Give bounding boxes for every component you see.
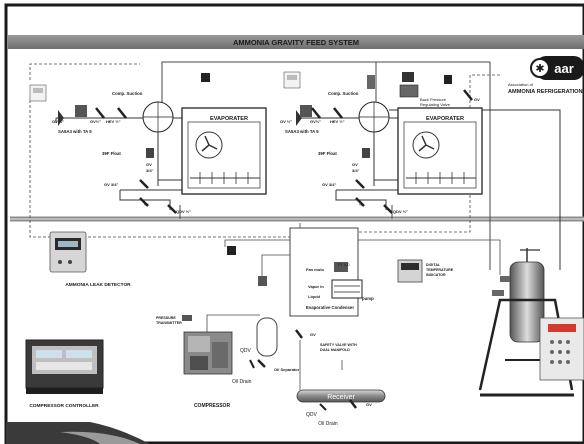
unit-1-hev-label: HEV ½" xyxy=(106,119,121,124)
unit-2-comp-suction-label: Comp. Suction xyxy=(328,91,359,96)
liquid-solenoid-icon xyxy=(227,246,236,255)
unit-1-gv-half-label: GV ½" xyxy=(52,119,64,124)
unit-2-gv-half-b-label: GV½" xyxy=(310,119,321,124)
unit-1-expansion-valve xyxy=(75,105,87,117)
unit-2-qdv-label: QDV ½" xyxy=(393,209,408,214)
condenser-pt100-label: PT 100 xyxy=(338,263,350,267)
receiver-qdv-label: QDV xyxy=(306,412,318,418)
unit-1-gv-half-b-label: GV½" xyxy=(90,119,101,124)
temp-indicator-line3: INDICATOR xyxy=(426,273,446,277)
unit-2-sasa-label: SA5A3 with TA 5 xyxy=(285,129,319,134)
unit-2-gv-half-label: GV ½" xyxy=(280,119,292,124)
compressor-qdv-label: QDV xyxy=(240,348,252,354)
control-panel xyxy=(540,318,584,380)
unit-1-solenoid-icon xyxy=(201,73,210,82)
receiver-gv-label: GV xyxy=(366,402,372,407)
unit-2-relief-valve xyxy=(367,75,375,89)
unit-2-expansion-valve xyxy=(300,105,312,117)
temp-indicator-line1: DIGITAL xyxy=(426,263,441,267)
compressor-oil-drain-label: Oil Drain xyxy=(232,379,252,385)
bprv-gv-label: GV xyxy=(474,97,480,102)
pressure-transmitter-line2: TRANSMITTER xyxy=(156,321,182,325)
unit-2-half-inch-label: ½" xyxy=(359,202,364,207)
condenser-fan-motor-label: Fan moto xyxy=(306,267,325,272)
compressor-controller-label: COMPRESSOR CONTROLLER xyxy=(29,403,99,409)
unit-1-half-inch-label: ½" xyxy=(144,202,149,207)
logo-line1: Association of xyxy=(508,82,534,87)
logo-mark: aar xyxy=(554,61,574,76)
condenser-liquid-label: Liquid xyxy=(308,294,321,299)
safety-valve-line2: DUAL MANIFOLD xyxy=(320,348,350,352)
oil-separator-label: Oil Separator xyxy=(274,367,300,372)
condenser-vapor-in-label: Vapor In xyxy=(308,284,324,289)
pressure-transmitter-line1: PRESSURE xyxy=(156,316,176,320)
unit-2-gv-34-label: GV xyxy=(352,162,358,167)
unit-1-gv-34-b-label: GV 3/4" xyxy=(104,182,118,187)
unit-2-bprv-icon xyxy=(402,72,414,82)
receiver-oil-drain-label: Oil Drain xyxy=(318,421,338,427)
diagram-title: AMMONIA GRAVITY FEED SYSTEM xyxy=(233,38,359,47)
unit-1-comp-suction-label: Comp. Suction xyxy=(112,91,143,96)
unit-1-gv-34-size-label: 3/4" xyxy=(146,168,154,173)
condenser-gv-label: GV xyxy=(310,332,316,337)
unit-2-hev-label: HEV ½" xyxy=(330,119,345,124)
unit-1-sasa-label: SA5A3 with TA 5 xyxy=(58,129,92,134)
svg-text:✱: ✱ xyxy=(535,63,544,75)
unit-2-gv-34-b-label: GV 3/4" xyxy=(322,182,336,187)
unit-2-solenoid-icon xyxy=(444,75,452,84)
compressor-label: COMPRESSOR xyxy=(194,403,231,409)
unit-1-gv-34-label: GV xyxy=(146,162,152,167)
temp-indicator-line2: TEMPERATURE xyxy=(426,268,454,272)
condenser-title-label: Evaporative Condenser xyxy=(306,305,354,310)
unit-1-qdv-label: QDV ½" xyxy=(176,209,191,214)
condenser-pump-label: pump xyxy=(362,296,374,301)
leak-detector-label: AMMONIA LEAK DETECTOR xyxy=(65,282,131,288)
unit-1-float-label: 39F Float xyxy=(102,151,121,156)
logo-line2: AMMONIA REFRIGERATION xyxy=(508,89,583,95)
unit-2-evaporator-label: EVAPORATER xyxy=(426,116,464,122)
unit-1-evaporator-label: EVAPORATER xyxy=(210,116,248,122)
unit-2-gv-34-size-label: 3/4" xyxy=(352,168,360,173)
unit-2-float-label: 39F Float xyxy=(318,151,337,156)
safety-valve-line1: SAFETY VALVE WITH xyxy=(320,343,357,347)
bprv-line2-label: Regulating Valve xyxy=(420,102,451,107)
